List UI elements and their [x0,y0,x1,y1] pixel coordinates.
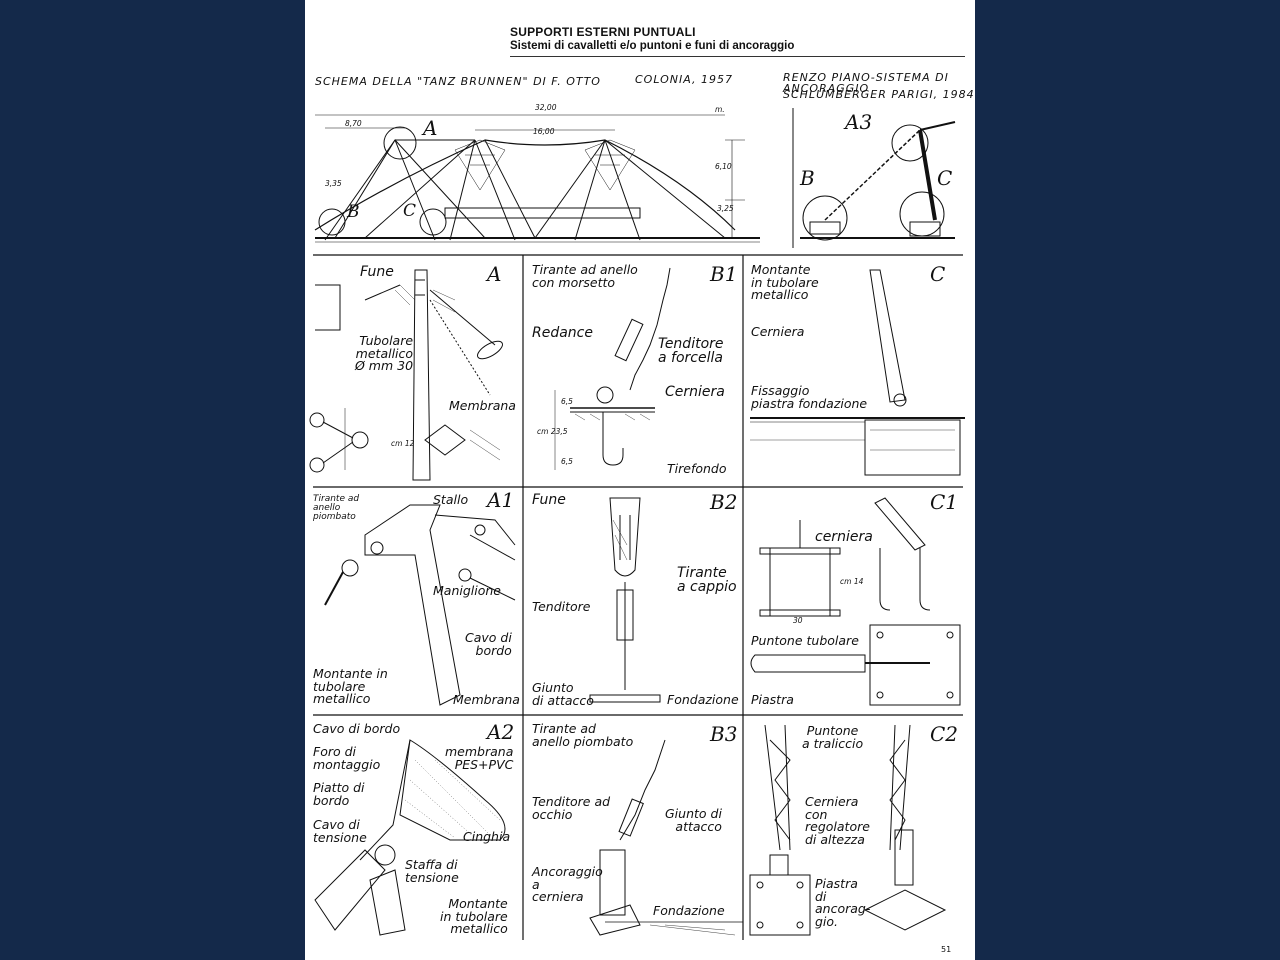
panel-a2-foro: Foro di montaggio [313,744,381,772]
panel-c-montante: Montante in tubolare metallico [751,262,819,302]
panel-b1-tirefondo: Tirefondo [667,461,727,476]
piano-caption-2: SCHLUMBERGER PARIGI, 1984 [783,88,975,101]
panel-a2-cavo-tensione: Cavo di tensione [313,817,367,845]
panel-b3-fondazione: Fondazione [653,903,725,918]
panel-c1-dim1: cm 14 [840,577,864,586]
panel-b1-d3: 6,5 [561,457,573,466]
dim-inner: 16,00 [533,127,555,136]
panel-b2-letter: B2 [710,490,738,514]
panel-a-fune: Fune [360,264,394,280]
panel-a-tubolare: Tubolare metallico Ø mm 30 [355,333,414,373]
dim-h2: 3,35 [325,179,342,188]
piano-label-c: C [937,166,953,190]
panel-a-membrana: Membrana [449,398,516,413]
panel-b2-tirante: Tirante a cappio [677,565,737,595]
panel-b1-letter: B1 [710,262,738,286]
page-title: SUPPORTI ESTERNI PUNTUALI [510,25,696,39]
dim-unit: m. [715,105,725,114]
panel-b1-cerniera: Cerniera [665,384,725,400]
page-subtitle: Sistemi di cavalletti e/o puntoni e funi… [510,40,795,52]
panel-c1-letter: C1 [930,490,959,514]
dim-left: 8,70 [345,119,362,128]
panel-a2-montante: Montante in tubolare metallico [440,896,508,936]
panel-a1-montante: Montante in tubolare metallico [313,666,388,706]
panel-b2-fune: Fune [532,492,566,508]
panel-a1-cavo: Cavo di bordo [465,630,512,658]
panel-a1-maniglione: Maniglione [433,583,501,598]
panel-b1-redance: Redance [532,325,593,341]
panel-c2-piastra: Piastra di ancorag- gio. [815,876,871,929]
panel-a1-tirante: Tirante ad anello piombato [313,494,360,522]
panel-c-cerniera: Cerniera [751,324,805,339]
schema-place: COLONIA, 1957 [635,73,733,86]
panel-a-letter: A [487,262,502,286]
panel-b3-tirante: Tirante ad anello piombato [532,721,634,749]
panel-b2-fondazione: Fondazione [667,692,739,707]
panel-a2-piatto: Piatto di bordo [313,780,365,808]
panel-c-letter: C [930,262,946,286]
panel-b2-tenditore: Tenditore [532,599,591,614]
panel-a2-cinghia: Cinghia [463,829,511,844]
panel-c-fissaggio: Fissaggio piastra fondazione [751,383,868,411]
dim-total: 32,00 [535,103,557,112]
document-page: SUPPORTI ESTERNI PUNTUALI Sistemi di cav… [305,0,975,960]
panel-b1-d2: cm 23,5 [537,427,568,436]
panel-b3-tenditore: Tenditore ad occhio [532,794,611,822]
panel-c2-letter: C2 [930,722,959,746]
panel-c1-piastra: Piastra [751,692,794,707]
schema-label-b: B [347,202,360,222]
schema-label-c: C [403,201,417,221]
piano-caption-1: RENZO PIANO-SISTEMA DI ANCORAGGIO [783,71,949,95]
technical-drawings [309,108,965,940]
panel-c2-puntone: Puntone a traliccio [802,723,864,751]
panel-c1-dim2: 30 [793,616,803,625]
panel-b3-letter: B3 [710,722,738,746]
panel-b1-tenditore: Tenditore a forcella [658,336,724,366]
panel-c2-cerniera: Cerniera con regolatore di altezza [805,794,870,847]
piano-label-a3: A3 [845,110,873,134]
schema-caption: SCHEMA DELLA "TANZ BRUNNEN" DI F. OTTO [315,75,601,88]
panel-a2-cavo: Cavo di bordo [313,721,401,736]
header-rule [510,56,965,57]
panel-b1-tirante: Tirante ad anello con morsetto [532,262,638,290]
panel-a-dim: cm 12 [391,439,415,448]
dim-h1: 6,10 [715,162,732,171]
panel-c1-cerniera: cerniera [815,529,873,545]
panel-b3-ancoraggio: Ancoraggio a cerniera [532,864,603,904]
panel-a1-membrana: Membrana [453,692,520,707]
panel-a2-letter: A2 [487,720,515,744]
panel-b2-giunto: Giunto di attacco [532,680,594,708]
panel-b3-giunto: Giunto di attacco [665,806,722,834]
panel-c1-puntone: Puntone tubolare [751,633,859,648]
dim-h3: 3,25 [717,204,734,213]
schema-label-a: A [423,116,438,140]
piano-label-b: B [800,166,815,190]
panel-a1-stallo: Stallo [433,492,469,507]
panel-a1-letter: A1 [487,488,515,512]
panel-a2-membrana: membrana PES+PVC [445,744,514,772]
page-number: 51 [941,945,952,954]
panel-a2-staffa: Staffa di tensione [405,857,459,885]
panel-b1-d1: 6,5 [561,397,573,406]
